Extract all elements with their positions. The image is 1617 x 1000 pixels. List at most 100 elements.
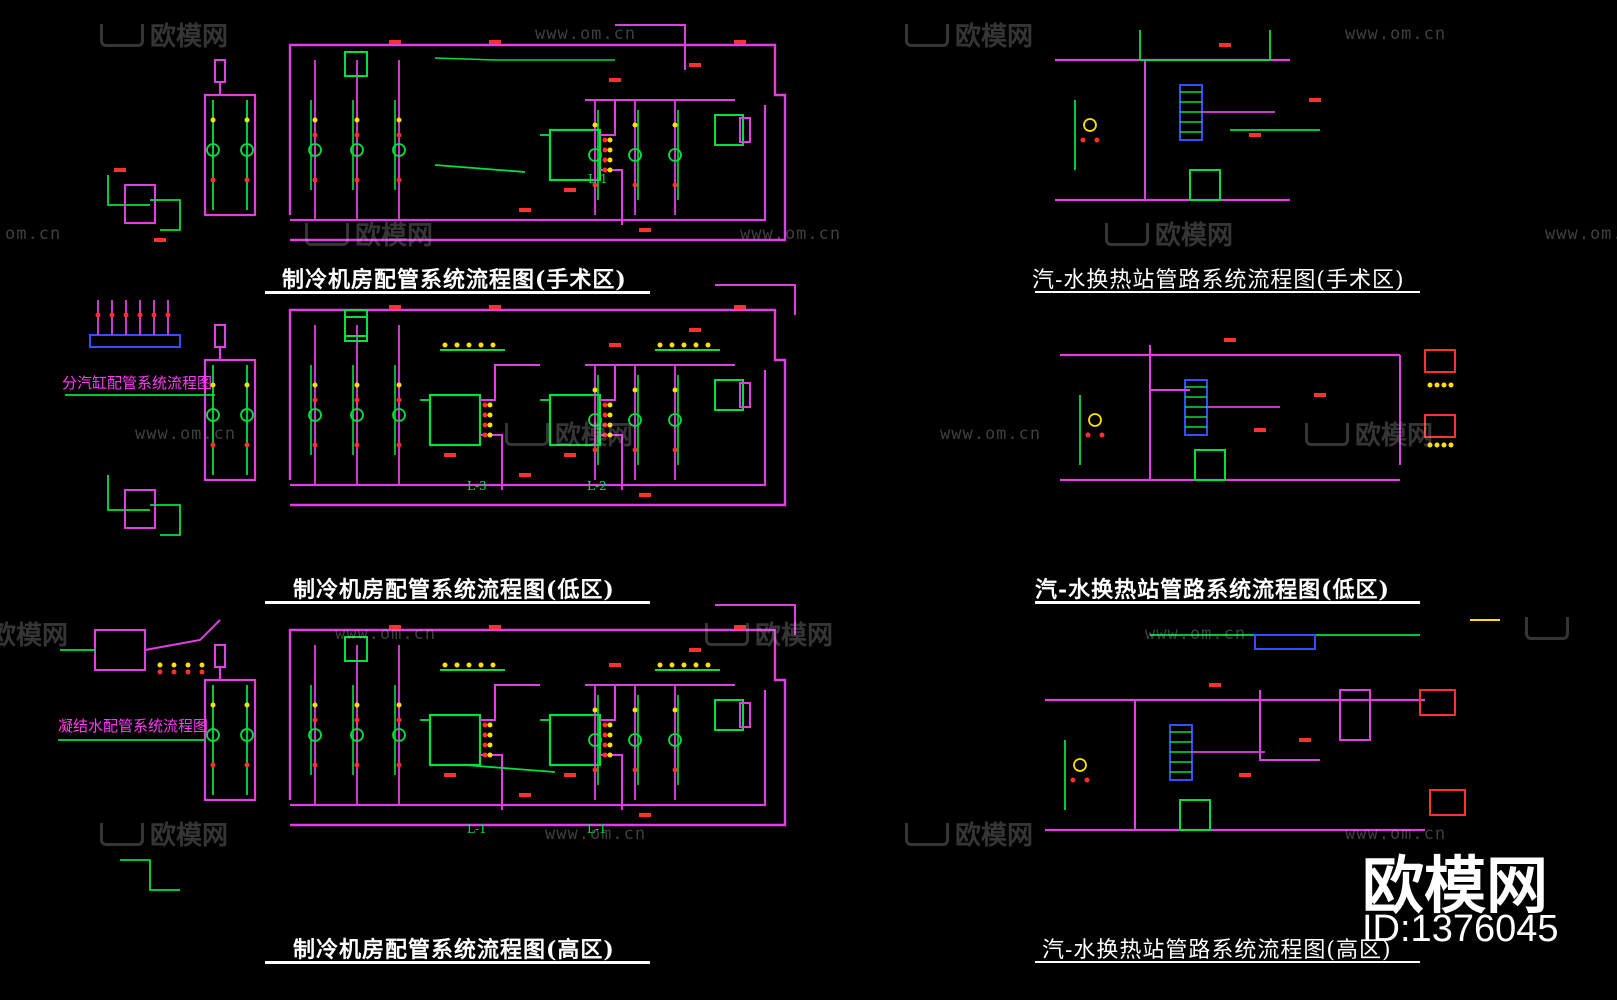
equipment-tag — [1224, 338, 1236, 342]
watermark-url: www.om.cn — [135, 424, 237, 444]
heat-exchanger — [1339, 689, 1371, 741]
valve-symbol — [602, 722, 608, 728]
pump-group — [1424, 414, 1456, 438]
valve-symbol — [607, 432, 613, 438]
valve-symbol — [602, 752, 608, 758]
title-underline — [265, 291, 650, 294]
valve-symbol — [137, 312, 143, 318]
valve-symbol — [681, 342, 687, 348]
title-surgery-heat: 汽-水换热站管路系统流程图(手术区) — [1032, 268, 1405, 293]
valve-symbol — [681, 662, 687, 668]
pump-symbol — [350, 728, 364, 742]
valve-symbol — [1427, 382, 1433, 388]
supply-pipe — [150, 504, 181, 536]
equipment-tag — [1254, 428, 1266, 432]
equipment-tag — [489, 625, 501, 629]
valve-symbol — [607, 732, 613, 738]
equipment-tag — [444, 773, 456, 777]
valve-symbol — [482, 432, 488, 438]
pump-loop-pipe — [203, 82, 257, 217]
valve-symbol — [157, 669, 163, 675]
title-underline — [1035, 291, 1420, 293]
pump-symbol — [350, 143, 364, 157]
sofa-icon — [905, 823, 949, 846]
valve-symbol — [482, 752, 488, 758]
equipment-tag — [1314, 393, 1326, 397]
valve-symbol — [607, 742, 613, 748]
valve-symbol — [466, 342, 472, 348]
equipment-tag — [389, 40, 401, 44]
equipment-tag — [114, 168, 126, 172]
filter-box — [344, 316, 368, 342]
watermark-brand: 欧模网 — [705, 615, 833, 652]
steam-header — [1254, 634, 1316, 650]
chiller-pipe — [600, 754, 623, 810]
supply-pipe — [464, 764, 556, 773]
valve-symbol — [354, 762, 360, 768]
cooling-tower — [714, 379, 744, 411]
valve-symbol — [669, 342, 675, 348]
pump-symbol — [628, 413, 642, 427]
valve-symbol — [210, 702, 216, 708]
valve-symbol — [151, 312, 157, 318]
watermark-url: www.om.cn — [1345, 824, 1447, 844]
valve-symbol — [396, 397, 402, 403]
title-high-refrigeration: 制冷机房配管系统流程图(高区) — [293, 937, 615, 963]
equipment-tag — [734, 625, 746, 629]
steam-header — [89, 334, 181, 348]
equipment-tag — [519, 473, 531, 477]
pump-symbol — [588, 733, 602, 747]
valve-symbol — [592, 387, 598, 393]
valve-symbol — [354, 397, 360, 403]
valve-symbol — [1080, 137, 1086, 143]
valve-symbol — [482, 732, 488, 738]
title-underline — [265, 961, 650, 964]
watermark-url: www.om.cn — [1345, 24, 1447, 44]
valve-symbol — [693, 662, 699, 668]
valve-symbol — [482, 742, 488, 748]
valve-symbol — [396, 117, 402, 123]
equipment-tag — [639, 493, 651, 497]
pump-symbol — [588, 148, 602, 162]
valve-symbol — [454, 662, 460, 668]
equipment-tag — [734, 40, 746, 44]
sofa-icon — [1305, 423, 1349, 446]
valve-symbol — [482, 422, 488, 428]
equipment-tag — [154, 238, 166, 242]
valve-symbol — [490, 662, 496, 668]
valve-symbol — [705, 342, 711, 348]
valve-symbol — [244, 382, 250, 388]
watermark-brand: 欧模网 — [505, 415, 633, 452]
valve-symbol — [312, 382, 318, 388]
condensate-tank — [1189, 169, 1221, 201]
equipment-tag — [444, 453, 456, 457]
valve-symbol — [199, 669, 205, 675]
riser-pipe — [715, 284, 796, 315]
condensate-tank — [1194, 449, 1226, 481]
watermark-brand: 欧模网 — [100, 16, 228, 53]
valve-symbol — [1070, 777, 1076, 783]
valve-symbol — [487, 422, 493, 428]
pump-group — [1429, 789, 1466, 816]
valve-symbol — [607, 722, 613, 728]
equipment-tag — [689, 648, 701, 652]
valve-symbol — [171, 662, 177, 668]
equipment-tag — [1249, 133, 1261, 137]
valve-symbol — [312, 717, 318, 723]
valve-symbol — [607, 752, 613, 758]
valve-symbol — [157, 662, 163, 668]
return-pipe — [290, 690, 767, 807]
pump-loop-pipe — [203, 667, 257, 802]
valve-symbol — [632, 707, 638, 713]
watermark-brand: 欧模网 — [100, 815, 228, 852]
steam-separator — [124, 489, 156, 529]
valve-symbol — [657, 342, 663, 348]
valve-symbol — [705, 662, 711, 668]
cooling-tower — [739, 702, 751, 728]
valve-symbol — [632, 767, 638, 773]
pump-symbol — [240, 728, 254, 742]
equipment-tag — [389, 305, 401, 309]
pump-group — [1419, 689, 1456, 716]
chiller-unit — [548, 393, 602, 447]
chiller-unit — [548, 128, 602, 182]
